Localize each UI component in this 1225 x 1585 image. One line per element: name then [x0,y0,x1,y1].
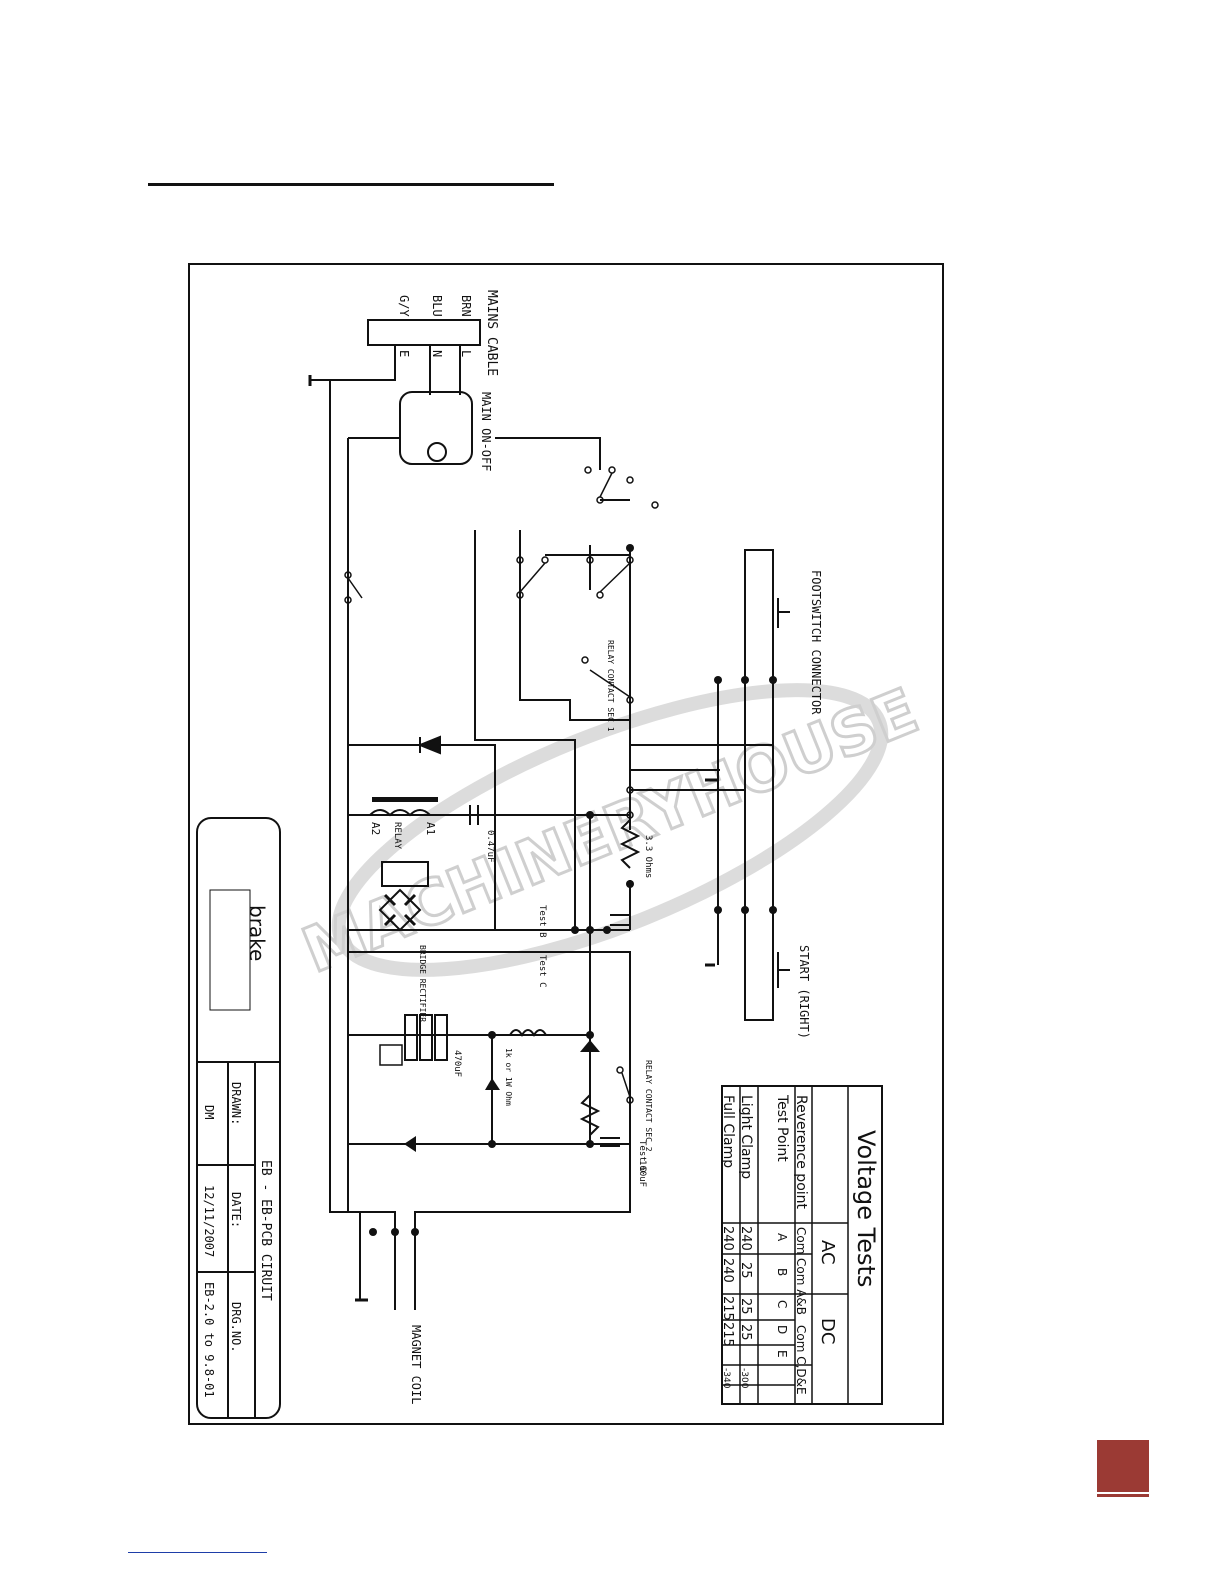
resistor-33 [619,819,641,869]
main-switch-box [399,391,473,465]
cell-full-e: -340 [721,1368,731,1389]
bridge-rectifier [378,888,422,932]
table-dc: DC [817,1318,838,1344]
col-d: D [775,1325,789,1334]
ref-1: Com [794,1227,808,1254]
date-value: 12/11/2007 [202,1185,216,1257]
ref-3: Com C,D&E [794,1325,808,1395]
footswitch-label: FOOTSWITCH CONNECTOR [809,570,823,715]
heading-underline [148,183,554,186]
relay-a2: A2 [369,822,382,835]
relay-label: RELAY [392,822,402,850]
relay-contact-2: RELAY CONTACT SEC 2 [644,1060,653,1152]
diode-4 [404,1136,416,1152]
relay-coil [369,809,431,817]
term-l: L [459,350,473,357]
test-c: Test C [537,955,547,988]
cap-160 [600,1137,620,1147]
cap-047 [469,805,479,825]
cell-light-a: 240 [738,1226,753,1251]
term-e: E [397,350,411,357]
cell-full-a: 240 [720,1226,735,1251]
dwg-label: DRG.NO. [229,1302,243,1353]
page-number-badge [1097,1440,1149,1492]
table-ac: AC [817,1240,838,1265]
col-c: C [775,1300,789,1308]
wire-brn: BRN [459,295,473,317]
cap-470-label: 470uF [452,1050,462,1077]
diode-2 [485,1078,500,1090]
row-label-2: Full Clamp [720,1095,736,1168]
term-n: N [430,350,444,357]
resistor-33-label: 3.3 Ohms [643,835,653,878]
cell-full-b: 240 [720,1258,735,1283]
drawn-label: DRAWN: [229,1082,243,1125]
resistor-1k-label: 1k or 1W Ohm [504,1048,513,1106]
cap-470 [404,1014,418,1061]
table-test-point-label: Test Point [774,1094,790,1162]
dwg-value: EB-2.0 to 9.8-01 [202,1282,216,1398]
drawn-value: DM [202,1105,216,1119]
test-b: Test B [537,905,547,938]
drawing-frame [188,263,944,1425]
brand-text: brake [245,905,269,961]
junctions [369,544,777,1236]
col-e: E [775,1350,789,1358]
mains-cable-label: MAINS CABLE [484,290,499,376]
main-switch-icon [427,442,447,462]
cell-full-c: 215 [720,1296,735,1321]
solenoid-block [381,861,429,887]
cell-full-d: 215 [720,1322,735,1347]
resistor-1k [509,1029,547,1037]
cell-light-d: 25 [738,1324,753,1341]
relay-core [372,797,438,802]
relay-contact-1: RELAY CONTACT SEC 1 [606,640,615,732]
terminal-leads [394,345,461,395]
row-label-1: Light Clamp [738,1095,754,1179]
magnet-coil-label: MAGNET COIL [409,1325,423,1404]
ref-2: Com A&B [794,1258,808,1315]
resistor-bleed [579,1094,601,1136]
footer-link-underline[interactable] [128,1552,267,1553]
pushbuttons [777,598,790,988]
date-label: DATE: [229,1192,243,1228]
table-reference-label: Reverence point [793,1095,809,1210]
wire-blu: BLU [430,295,444,317]
test-d: Test D [637,1140,647,1173]
page-badge-underline [1097,1494,1149,1497]
cap-160-label: 160uF [637,1160,647,1187]
cap-small [610,914,630,926]
wire-gy: G/Y [397,295,411,317]
col-b: B [775,1268,789,1276]
title-block: brake EB - EB-PCB CIRUIT DRAWN: DATE: DR… [196,817,281,1419]
diode-1 [417,735,441,755]
col-a: A [775,1233,789,1242]
cell-light-b: 25 [738,1262,753,1279]
brand-address-block [209,889,251,1011]
drawing-title: EB - EB-PCB CIRUIT [258,1160,273,1301]
table-title: Voltage Tests [852,1130,880,1287]
voltage-table: Voltage Tests AC DC Reverence point Test… [720,1085,883,1405]
switch-blades [347,472,631,1098]
ground-symbols [308,375,718,1302]
main-switch-label: MAIN ON-OFF [479,392,493,471]
relay-a1: A1 [424,822,437,835]
start-label: START (RIGHT) [797,945,811,1039]
cell-light-c: 25 [738,1298,753,1315]
bridge-label: BRIDGE RECTIFIER [418,945,427,1022]
cap-mark [379,1044,403,1066]
diode-3 [580,1040,600,1052]
cell-light-e: -300 [739,1368,749,1389]
cap-047-label: 0.47uF [485,830,495,863]
switch-contacts [344,466,659,1104]
mains-terminal-block [367,319,481,346]
